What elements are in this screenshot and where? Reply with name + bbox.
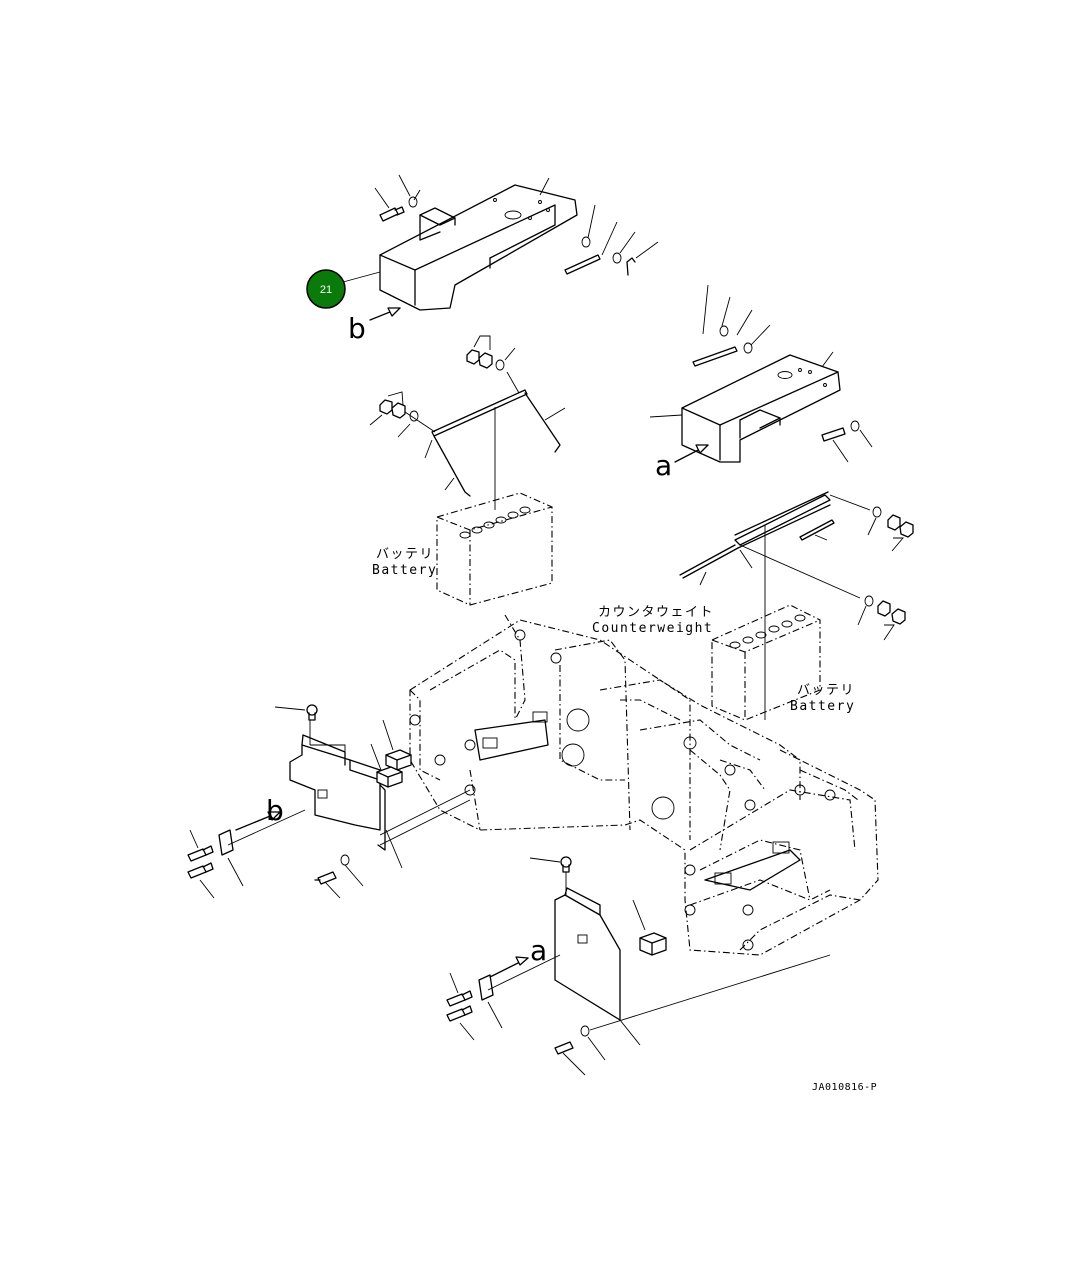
battery-label-jp-right: バッテリ [797, 683, 855, 698]
hardware-top-left [374, 174, 659, 276]
battery-label-en-left: Battery [372, 563, 437, 578]
battery-clamp-left [369, 335, 566, 510]
hardware-top-right [649, 284, 873, 463]
battery-label-en-right: Battery [790, 699, 855, 714]
counterweight-label-jp: カウンタウェイト [598, 605, 714, 620]
battery-cover-right [681, 354, 841, 463]
view-a-label-lower: a [530, 934, 547, 967]
callout-21[interactable]: 21 [306, 269, 381, 309]
view-a-label-upper: a [655, 449, 672, 482]
counterweight [409, 614, 879, 956]
battery-clamp-right [679, 491, 914, 720]
view-b-label-upper: b [348, 312, 366, 345]
battery-label-jp-left: バッテリ [376, 547, 434, 562]
counterweight-label-en: Counterweight [592, 621, 713, 636]
arrow-a-upper [674, 444, 709, 463]
side-cover-left [187, 704, 471, 899]
battery-left [436, 492, 553, 606]
battery-cover-left [379, 184, 578, 311]
callout-badge[interactable] [306, 269, 346, 309]
drawing-code: JA010816-P [812, 1082, 877, 1093]
view-b-label-lower: b [266, 794, 284, 827]
arrow-b-upper [369, 307, 401, 321]
callout-number: 21 [320, 284, 332, 296]
side-cover-right [446, 856, 831, 1076]
battery-right [711, 604, 821, 721]
